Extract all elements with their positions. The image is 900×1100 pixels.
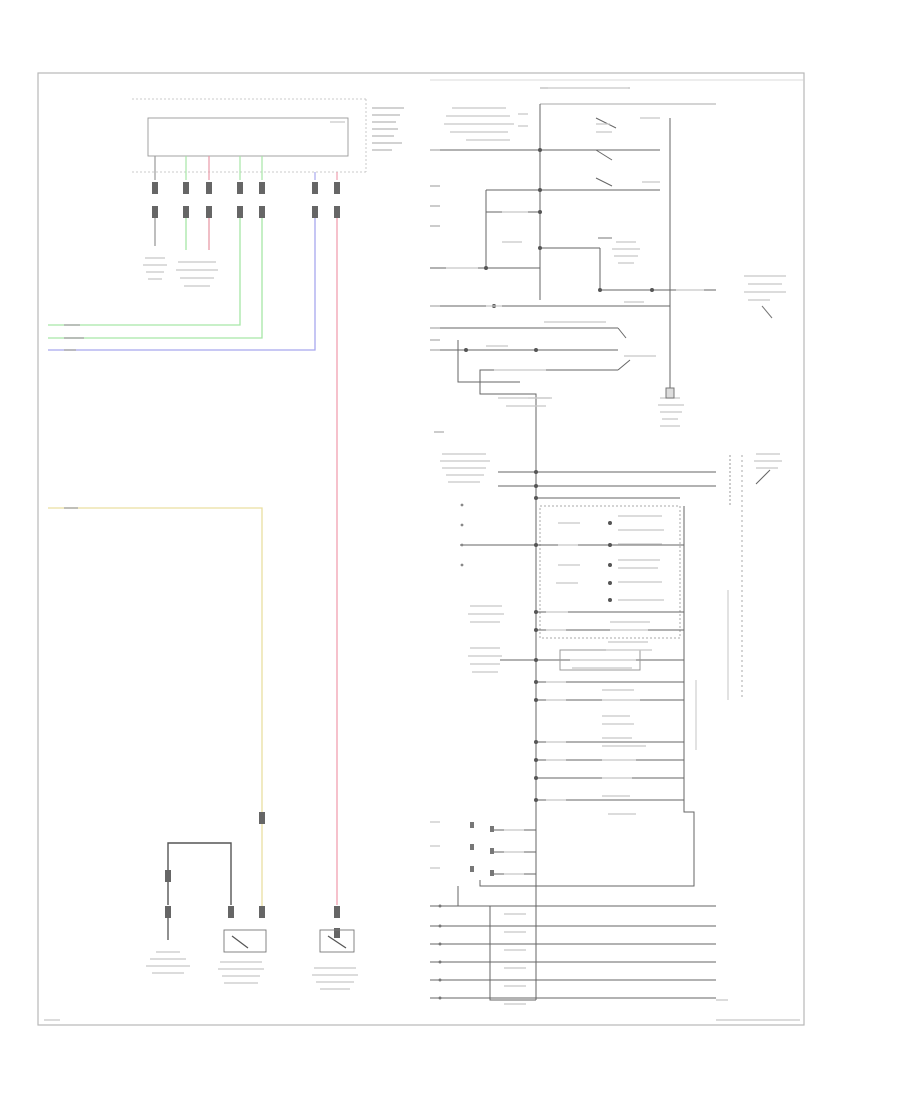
module-junctions xyxy=(534,470,612,802)
ground-label-lines xyxy=(143,257,218,287)
harness-tags xyxy=(64,324,84,509)
bottom-bus-pins xyxy=(438,822,494,1000)
top-component-label-lines xyxy=(372,107,404,151)
connector-pins xyxy=(152,156,340,218)
diagram-frame xyxy=(37,72,805,1026)
right-top-pin-marks xyxy=(430,149,440,351)
bottom-left-components xyxy=(165,812,355,953)
top-component xyxy=(132,98,367,173)
module-block xyxy=(460,410,771,1000)
right-top-label-lines xyxy=(444,87,786,427)
module-left-pins xyxy=(434,431,464,567)
right-top-block xyxy=(430,87,716,410)
bottom-bus xyxy=(430,829,716,1001)
footer-marks xyxy=(44,999,800,1021)
module-label-lines xyxy=(440,397,782,815)
bottom-left-label-lines xyxy=(146,951,358,990)
bottom-bus-label-lines xyxy=(430,821,526,1005)
harness-wires xyxy=(48,218,338,905)
module-vertical-text-lines xyxy=(695,590,729,750)
right-top-small-parts xyxy=(598,237,773,399)
ground-wires xyxy=(154,218,210,250)
